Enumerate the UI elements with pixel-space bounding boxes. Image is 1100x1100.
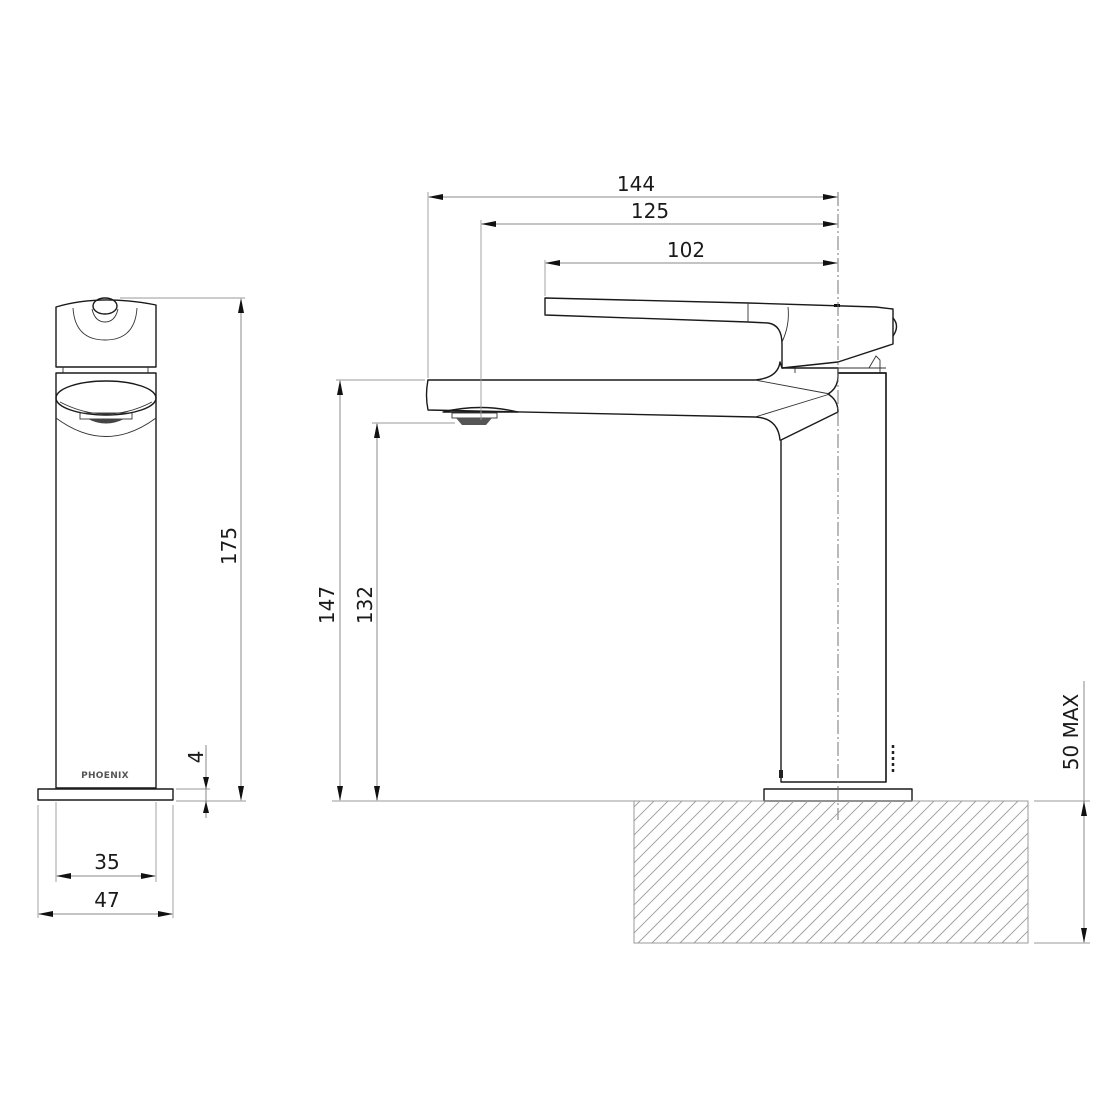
dim-handle-reach: 102: [545, 238, 838, 266]
front-handle-cap: [55, 299, 157, 368]
handle-knob: [92, 297, 118, 315]
svg-text:147: 147: [315, 586, 339, 624]
side-spout-and-body: [427, 361, 887, 783]
aerator-side: [442, 406, 519, 413]
svg-text:144: 144: [617, 172, 655, 196]
side-view: 144 125 102 147 132: [315, 172, 1090, 944]
spout-underside: [425, 379, 781, 441]
svg-text:47: 47: [94, 888, 119, 912]
dim-overall-reach: 144: [428, 172, 838, 200]
dim-base-thickness: 4: [184, 745, 209, 818]
svg-text:102: 102: [667, 238, 705, 262]
dim-spout-outlet-reach: 125: [481, 199, 838, 227]
dim-spout-top-height: 147: [315, 380, 343, 801]
dim-base-width: 47: [38, 888, 173, 917]
svg-text:35: 35: [94, 850, 119, 874]
side-handle-knob: [892, 317, 898, 337]
svg-text:125: 125: [631, 199, 669, 223]
svg-text:50 MAX: 50 MAX: [1059, 693, 1083, 770]
front-view: PHOENIX 175 4 35: [37, 297, 246, 918]
front-body: [55, 372, 157, 789]
aerator-icon: [88, 419, 124, 424]
bench-hatch: [633, 800, 1029, 944]
handle-lever-arc: [72, 307, 138, 341]
svg-text:132: 132: [353, 586, 377, 624]
svg-text:175: 175: [217, 527, 241, 565]
dim-outlet-height: 132: [353, 423, 380, 801]
dim-overall-height: 175: [217, 298, 244, 801]
front-base-plate: [37, 788, 174, 801]
dim-max-bench-thickness: 50 MAX: [1059, 681, 1087, 943]
spout-front-ellipse: [55, 380, 157, 416]
brand-mark: PHOENIX: [81, 771, 129, 781]
svg-text:4: 4: [184, 751, 208, 764]
side-handle-lever: [544, 297, 894, 369]
dim-body-width: 35: [56, 850, 156, 879]
